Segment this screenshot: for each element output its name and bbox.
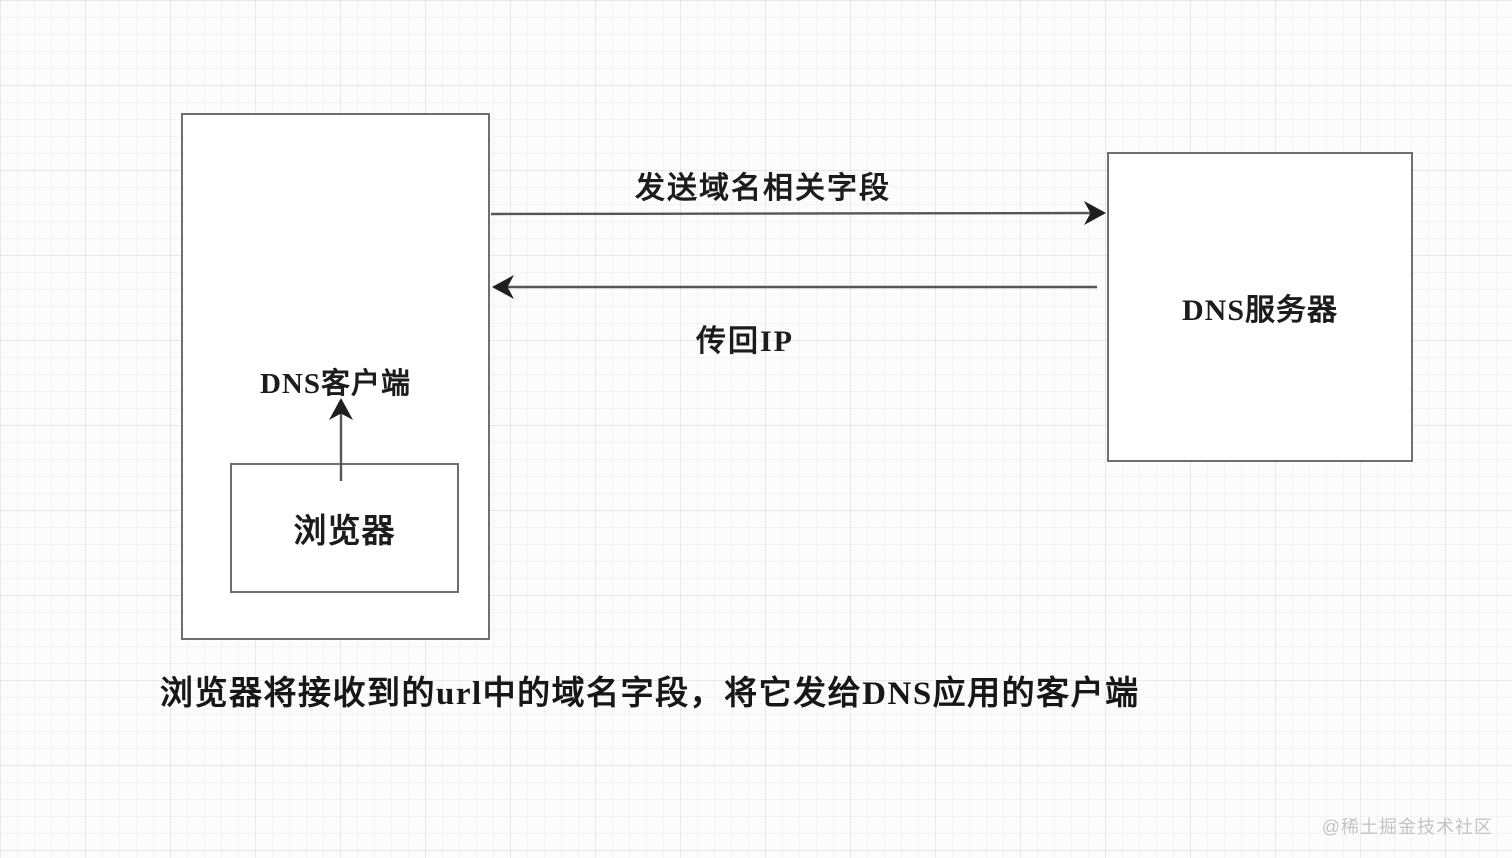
browser-box-label: 浏览器 (293, 514, 396, 550)
diagram-caption: 浏览器将接收到的url中的域名字段，将它发给DNS应用的客户端 (160, 676, 1140, 712)
request-arrow-label: 发送域名相关字段 (635, 172, 891, 205)
request-arrow (490, 201, 1106, 226)
watermark: @稀土掘金技术社区 (1321, 817, 1493, 837)
response-arrow-label: 传回IP (696, 325, 794, 358)
dns-server-box: DNS服务器 (1107, 152, 1413, 462)
dns-client-box-label: DNS客户端 (259, 368, 411, 400)
browser-box: 浏览器 (230, 463, 459, 593)
dns-server-box-label: DNS服务器 (1181, 294, 1338, 327)
dns-client-box: 浏览器 (181, 113, 490, 640)
